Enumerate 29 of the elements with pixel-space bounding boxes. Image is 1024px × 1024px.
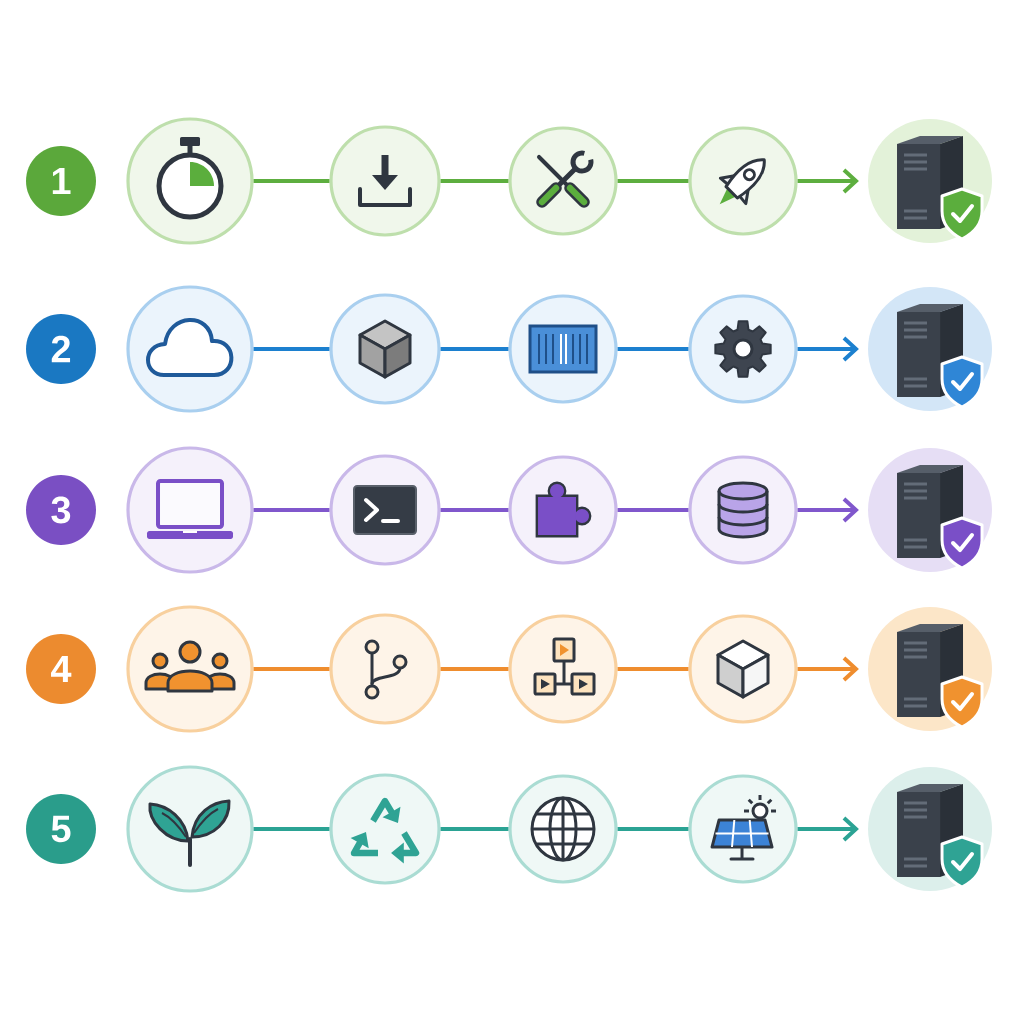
connector-line: [253, 347, 330, 351]
connector-line: [617, 827, 689, 831]
number-badge: 5: [26, 794, 96, 864]
connector-line: [440, 179, 509, 183]
number-badge: 1: [26, 146, 96, 216]
arrow: [797, 816, 859, 842]
arrow: [797, 497, 859, 523]
connector-line: [440, 508, 509, 512]
connector-line: [617, 667, 689, 671]
arrow: [797, 656, 859, 682]
connector-line: [617, 508, 689, 512]
number-badge: 4: [26, 634, 96, 704]
connector-line: [440, 667, 509, 671]
step-circle: [329, 773, 441, 885]
step-circle: [508, 126, 618, 236]
arrow: [797, 168, 859, 194]
connector-line: [253, 667, 330, 671]
connector-line: [253, 827, 330, 831]
step-circle: [329, 125, 441, 237]
connector-line: [440, 827, 509, 831]
connector-line: [617, 347, 689, 351]
number-badge: 3: [26, 475, 96, 545]
connector-line: [253, 508, 330, 512]
step-circle: [329, 613, 441, 725]
connector-line: [617, 179, 689, 183]
connector-line: [253, 179, 330, 183]
number-badge: 2: [26, 314, 96, 384]
connector-line: [440, 347, 509, 351]
arrow: [797, 336, 859, 362]
